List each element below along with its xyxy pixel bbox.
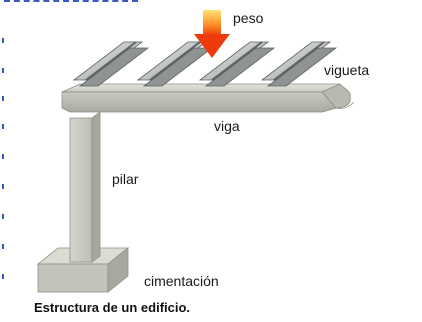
joist	[260, 41, 338, 87]
label-viga: viga	[214, 118, 240, 134]
load-arrow-icon	[194, 10, 230, 58]
joists	[72, 41, 338, 87]
label-vigueta: vigueta	[324, 62, 370, 78]
joist	[72, 41, 150, 87]
frame-dash-mark	[4, 0, 138, 6]
main-beam	[61, 83, 355, 113]
joist	[136, 41, 214, 87]
foundation-block	[36, 247, 130, 293]
figure-caption: Estructura de un edificio.	[34, 300, 191, 315]
label-cimentacion: cimentación	[144, 273, 219, 289]
joist	[198, 41, 276, 87]
label-pilar: pilar	[112, 171, 139, 187]
pillar	[69, 111, 101, 263]
frame-tick-marks	[2, 38, 6, 288]
label-peso: peso	[233, 10, 264, 26]
